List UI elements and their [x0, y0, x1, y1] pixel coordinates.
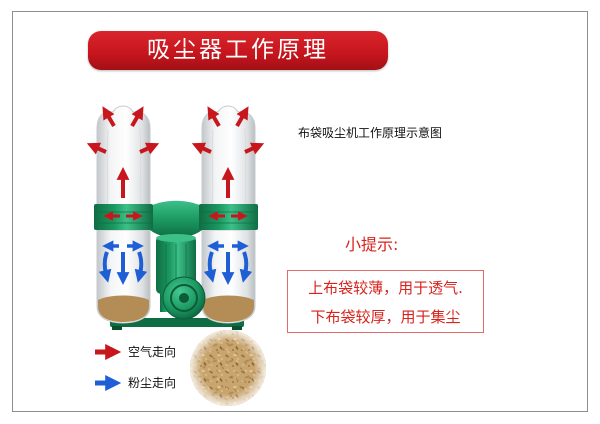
sawdust-photo [190, 330, 266, 406]
sawdust-vignette [190, 330, 266, 406]
machine-base [110, 318, 244, 327]
machine-foot-right [232, 326, 242, 330]
motor-cap [156, 234, 196, 242]
air-flow-arrows [86, 106, 265, 221]
tip-box: 上布袋较薄，用于透气. 下布袋较厚，用于集尘 [287, 270, 484, 333]
bag-fold [244, 127, 247, 206]
collected-dust-right [203, 295, 254, 322]
fan-hub [179, 293, 189, 303]
air-flow-arrow [207, 106, 221, 128]
dust-flow-arrow [134, 251, 148, 283]
bag-fold [106, 129, 109, 206]
upper-filter-bag-right [201, 105, 256, 211]
air-flow-arrow [139, 142, 160, 155]
legend-label-dust-flow: 粉尘走向 [128, 376, 177, 390]
dust-flow-arrow [239, 251, 253, 283]
diagram-caption: 布袋吸尘机工作原理示意图 [298, 126, 443, 140]
bag-fold [211, 129, 214, 206]
fan-housing-ring [170, 284, 198, 312]
air-flow-arrow [130, 106, 144, 128]
dust-collector-machine [94, 105, 258, 330]
tip-line: 下布袋较厚，用于集尘 [310, 308, 461, 326]
air-flow-arrow [102, 106, 116, 128]
air-flow-arrow [244, 142, 265, 155]
machine-foot-left [112, 326, 122, 330]
dust-flow-arrows [98, 240, 253, 285]
page-title: 吸尘器工作原理 [147, 37, 329, 63]
bag-fold [139, 127, 142, 206]
legend-label-air-flow: 空气走向 [128, 345, 177, 359]
legend-icons [95, 343, 122, 392]
tip-line: 上布袋较薄，用于透气. [308, 279, 463, 297]
air-flow-arrow [86, 142, 107, 155]
tip-label: 小提示: [345, 235, 399, 254]
inlet-manifold [150, 200, 202, 238]
bag-collar-right [199, 204, 258, 230]
air-flow-arrow [235, 106, 249, 128]
fan-housing [162, 276, 206, 320]
bag-collar-left [94, 204, 153, 230]
collected-dust-left [98, 295, 149, 322]
dust-flow-arrow [98, 251, 112, 283]
dust-flow-arrow [203, 251, 217, 283]
upper-filter-bag-left [96, 105, 151, 211]
air-flow-arrow [191, 142, 212, 155]
title-banner: 吸尘器工作原理 [88, 31, 388, 70]
diagram-frame [12, 11, 588, 412]
